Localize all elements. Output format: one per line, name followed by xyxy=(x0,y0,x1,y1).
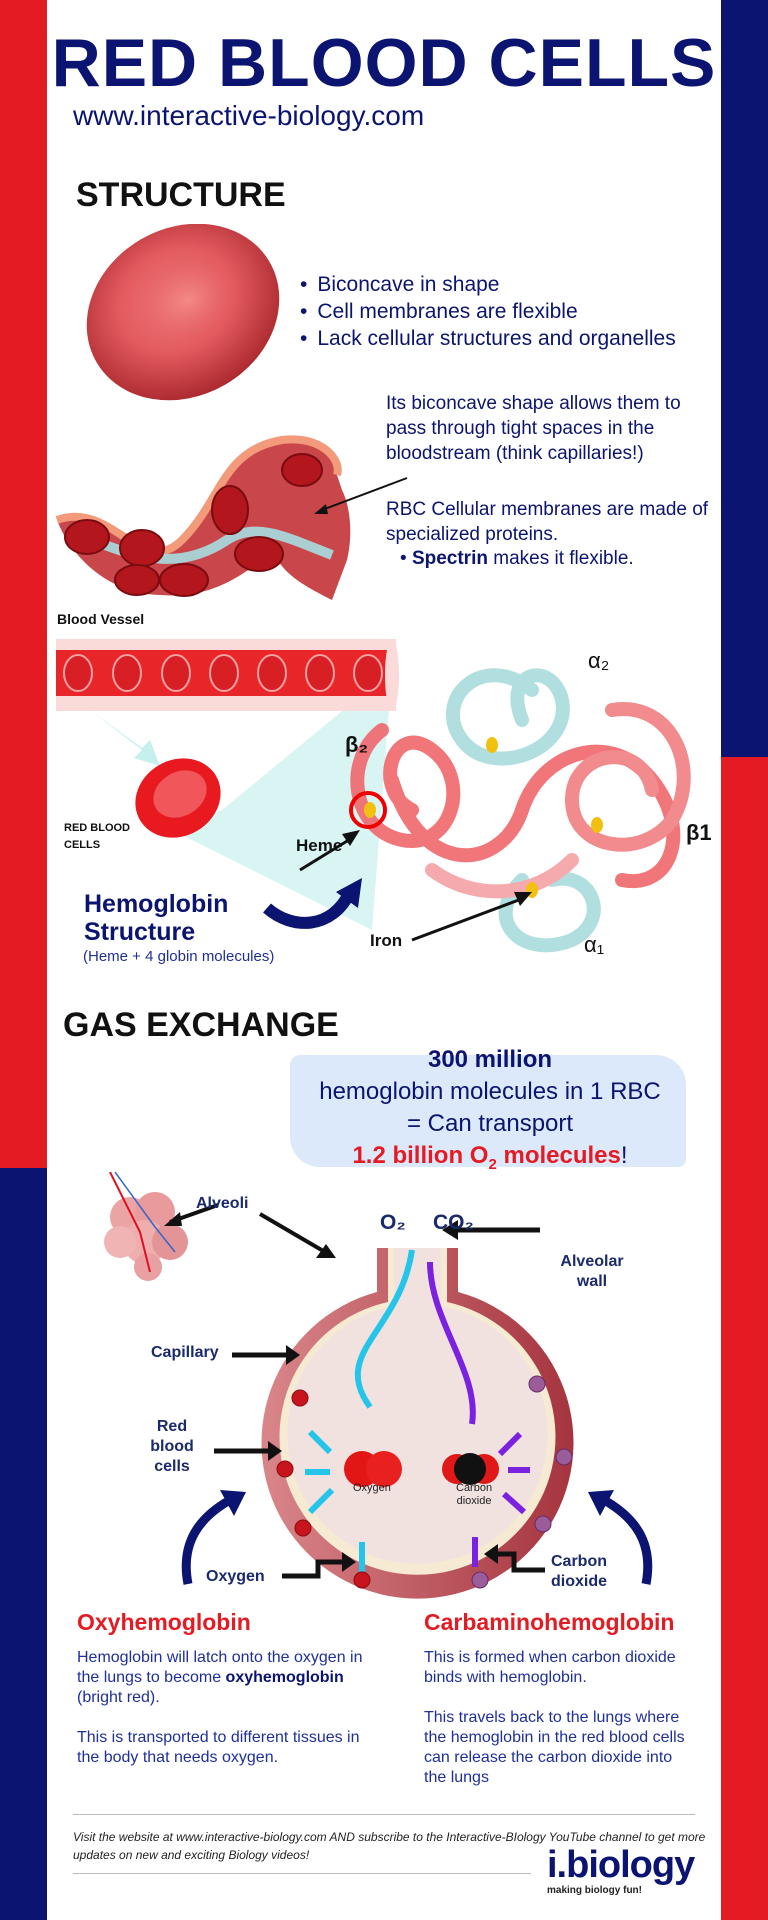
gas-exchange-heading: GAS EXCHANGE xyxy=(63,1006,339,1044)
left-bar-red xyxy=(0,0,47,1168)
callout: 300 million hemoglobin molecules in 1 RB… xyxy=(270,1044,710,1181)
capillary-illustration xyxy=(55,435,408,600)
heme-label: Heme xyxy=(296,836,343,855)
spectrin-bullet: • Spectrin makes it flexible. xyxy=(400,548,634,569)
co2-molecule-line2: dioxide xyxy=(456,1495,492,1507)
structure-heading: STRUCTURE xyxy=(76,176,286,214)
left-bar-navy xyxy=(0,1168,47,1920)
alpha1-label: α₁ xyxy=(584,932,605,957)
logo-text: i.biology xyxy=(547,1844,695,1886)
rbc-line3: cells xyxy=(154,1458,190,1475)
carbaminohemoglobin-heading: Carbaminohemoglobin xyxy=(424,1609,675,1635)
hemoglobin-subtitle: (Heme + 4 globin molecules) xyxy=(83,948,275,965)
oxygen-molecule-label: Oxygen xyxy=(353,1482,391,1494)
ibiology-logo[interactable]: i.biology making biology fun! xyxy=(547,1844,695,1896)
website-url[interactable]: www.interactive-biology.com xyxy=(73,100,425,131)
bullet-item: Cell membranes are flexible xyxy=(300,298,676,325)
carbon-dioxide-line1: Carbon xyxy=(551,1553,607,1570)
page-title: RED BLOOD CELLS xyxy=(51,25,717,101)
oxygen-label: Oxygen xyxy=(206,1568,265,1585)
footer-divider-top xyxy=(73,1814,695,1815)
rbc-diagram-label: Red blood cells xyxy=(146,1417,198,1477)
bullet-item: Biconcave in shape xyxy=(300,271,676,298)
biconcave-paragraph: Its biconcave shape allows them to pass … xyxy=(386,393,681,464)
co2-molecule-line1: Carbon xyxy=(456,1482,493,1494)
callout-line4-b: molecules xyxy=(496,1142,621,1169)
rbc-label-line2: CELLS xyxy=(64,839,101,851)
carbaminohemoglobin-paragraph1: This is formed when carbon dioxide binds… xyxy=(424,1649,676,1686)
gas-exchange-diagram xyxy=(104,1172,653,1599)
structure-bullets: Biconcave in shape Cell membranes are fl… xyxy=(300,271,676,352)
callout-line3: = Can transport xyxy=(406,1110,574,1137)
rbc-line2: blood xyxy=(150,1438,194,1455)
oxy-p1-end: (bright red). xyxy=(77,1689,160,1706)
oxyhemoglobin-heading: Oxyhemoglobin xyxy=(77,1609,251,1635)
blood-vessel-label: Blood Vessel xyxy=(57,611,145,627)
hemoglobin-structure-title: Hemoglobin Structure xyxy=(84,890,228,946)
footer-divider-bottom xyxy=(73,1873,531,1874)
rbc-line1: Red xyxy=(156,1418,188,1435)
beta1-label: β1 xyxy=(686,820,712,845)
oxyhemoglobin-section: Oxyhemoglobin Hemoglobin will latch onto… xyxy=(77,1609,367,1788)
o2-label: O₂ xyxy=(380,1211,406,1234)
capillary-label: Capillary xyxy=(151,1344,219,1361)
carbaminohemoglobin-paragraph2: This travels back to the lungs where the… xyxy=(424,1709,685,1786)
carbon-dioxide-label: Carbon dioxide xyxy=(551,1552,607,1592)
logo-tagline: making biology fun! xyxy=(547,1885,642,1896)
right-bar-red xyxy=(721,757,768,1920)
membrane-paragraph: RBC Cellular membranes are made of speci… xyxy=(386,499,709,545)
callout-line1: 300 million xyxy=(427,1046,553,1073)
alveoli-label: Alveoli xyxy=(196,1195,249,1212)
alveoli-cluster-icon xyxy=(104,1172,188,1281)
oxyhemoglobin-paragraph1: Hemoglobin will latch onto the oxygen in… xyxy=(77,1648,367,1708)
alpha2-label: α₂ xyxy=(588,648,610,673)
hemoglobin-title-line1: Hemoglobin xyxy=(84,890,229,918)
beta2-label: β₂ xyxy=(345,732,369,757)
carbaminohemoglobin-section: Carbaminohemoglobin This is formed when … xyxy=(424,1609,694,1808)
hemoglobin-illustration xyxy=(56,639,691,953)
spectrin-bold: Spectrin xyxy=(411,548,488,569)
rbc-label: RED BLOOD CELLS xyxy=(64,820,130,854)
callout-line2: hemoglobin molecules in 1 RBC xyxy=(319,1078,661,1105)
oxy-p1-text: Hemoglobin will latch onto the oxygen in… xyxy=(77,1649,363,1686)
carbon-dioxide-line2: dioxide xyxy=(551,1573,608,1590)
rbc-label-line1: RED BLOOD xyxy=(64,822,130,834)
callout-line4-sub: 2 xyxy=(488,1155,497,1173)
alveolar-wall-line1: Alveolar xyxy=(560,1253,624,1270)
footer-text: Visit the website at www.interactive-bio… xyxy=(73,1830,706,1862)
callout-background xyxy=(290,1055,686,1167)
oxyhemoglobin-paragraph2: This is transported to different tissues… xyxy=(77,1729,360,1766)
bullet-item: Lack cellular structures and organelles xyxy=(300,325,675,352)
rbc-illustration xyxy=(86,224,280,401)
co2-label: CO₂ xyxy=(433,1211,474,1234)
spectrin-rest: makes it flexible. xyxy=(487,548,634,569)
callout-line4: 1.2 billion O2 molecules! xyxy=(270,1140,710,1181)
right-bar-navy xyxy=(721,0,768,757)
callout-line4-a: 1.2 billion O xyxy=(352,1142,489,1169)
oxy-p1-bold: oxyhemoglobin xyxy=(225,1669,344,1686)
alveolar-wall-line2: wall xyxy=(576,1273,608,1290)
alveolar-wall-label: Alveolar wall xyxy=(555,1252,629,1292)
callout-line4-end: ! xyxy=(620,1142,628,1169)
iron-label: Iron xyxy=(370,931,403,950)
hemoglobin-title-line2: Structure xyxy=(84,918,196,946)
